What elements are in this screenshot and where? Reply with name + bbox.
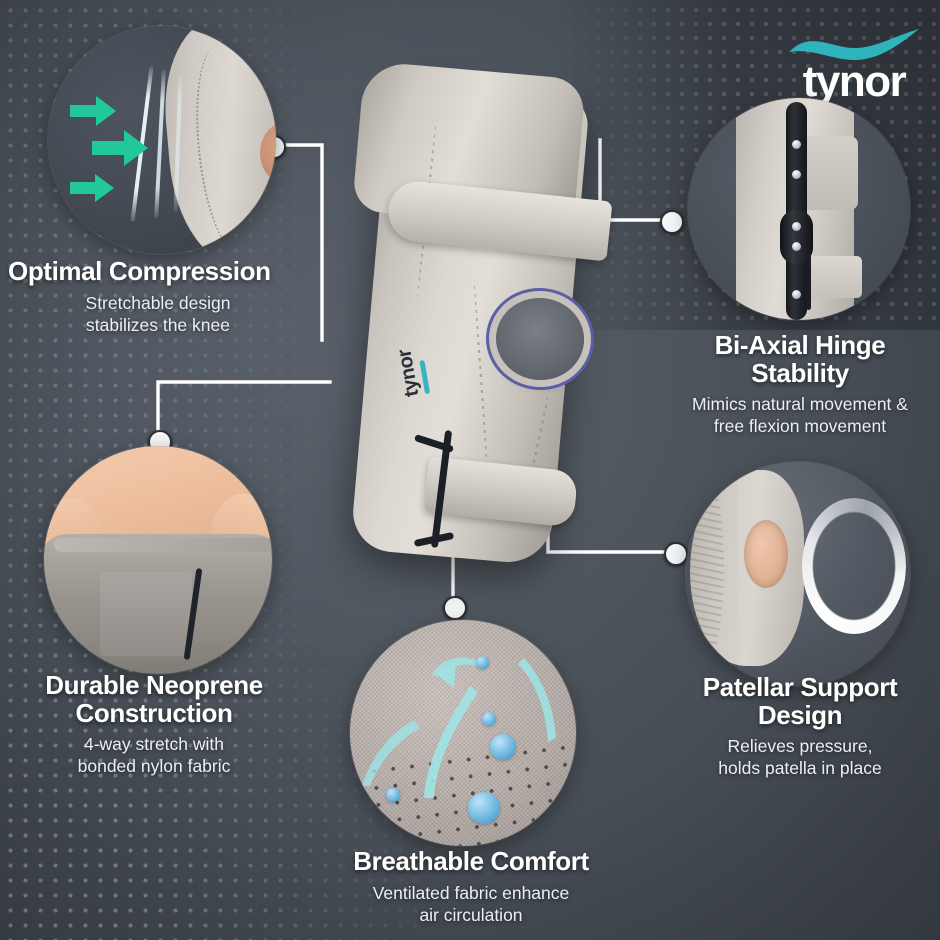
callout-image-bi-axial-hinge: [688, 98, 910, 320]
callout-image-durable-neoprene: [44, 446, 272, 674]
hinge-rivet-icon: [792, 290, 801, 299]
product-image-knee-brace: tynor: [330, 58, 620, 578]
hinge-rivet-icon: [792, 170, 801, 179]
hinge-rivet-icon: [792, 140, 801, 149]
callout-glass-overlay: [738, 462, 910, 686]
airflow-arrow-icon: [518, 658, 556, 742]
moisture-droplet-icon: [482, 712, 496, 726]
callout-image-breathable-comfort: [350, 620, 576, 846]
tynor-wave-icon: [789, 29, 919, 60]
airflow-arrow-icon: [362, 720, 420, 786]
feature-text-breathable-comfort: Breathable Comfort Ventilated fabric enh…: [296, 846, 646, 926]
callout-patella-opening: [744, 520, 788, 588]
feature-description: Mimics natural movement & free flexion m…: [692, 394, 908, 437]
airflow-arrow-icon: [436, 662, 456, 688]
hinge-rivet-icon: [792, 222, 801, 231]
callout-fabric-tab: [100, 572, 192, 656]
compression-wave-line: [154, 69, 166, 219]
svg-text:tynor: tynor: [803, 57, 907, 104]
feature-title: Patellar Support Design: [702, 672, 898, 730]
feature-text-bi-axial-hinge: Bi-Axial Hinge Stability Mimics natural …: [662, 330, 938, 437]
compression-arrow-icon: [92, 130, 148, 166]
feature-title: Breathable Comfort: [353, 846, 589, 876]
feature-title: Durable Neoprene Construction: [45, 670, 263, 728]
feature-text-optimal-compression: Optimal Compression Stretchable design s…: [8, 256, 308, 336]
moisture-droplet-icon: [386, 788, 400, 802]
feature-text-durable-neoprene: Durable Neoprene Construction 4-way stre…: [4, 670, 304, 777]
feature-description: Relieves pressure, holds patella in plac…: [718, 736, 882, 779]
feature-title: Bi-Axial Hinge Stability: [714, 330, 886, 388]
callout-strap-buckle: [806, 248, 811, 310]
airflow-arrow-icon: [424, 686, 478, 798]
moisture-droplet-icon: [476, 656, 489, 669]
callout-lower-strap: [808, 256, 862, 298]
feature-description: 4-way stretch with bonded nylon fabric: [77, 734, 231, 777]
callout-fabric-edge: [54, 538, 272, 552]
brand-logo: tynor: [786, 26, 922, 104]
feature-title: Optimal Compression: [8, 256, 271, 286]
feature-description: Stretchable design stabilizes the knee: [85, 292, 231, 335]
callout-pad-ribbing: [690, 476, 724, 660]
moisture-droplet-icon: [490, 734, 516, 760]
compression-arrow-icon: [70, 96, 116, 126]
callout-support-ring-icon: [802, 498, 906, 634]
hinge-rivet-icon: [792, 242, 801, 251]
callout-image-patellar-support: [686, 462, 910, 686]
callout-image-optimal-compression: [48, 26, 276, 254]
moisture-droplet-icon: [468, 792, 500, 824]
feature-text-patellar-support: Patellar Support Design Relieves pressur…: [664, 672, 936, 779]
feature-description: Ventilated fabric enhance air circulatio…: [372, 882, 570, 925]
callout-patella-window: [260, 122, 276, 184]
callout-brace-panel: [800, 136, 858, 210]
compression-arrow-icon: [70, 174, 114, 202]
